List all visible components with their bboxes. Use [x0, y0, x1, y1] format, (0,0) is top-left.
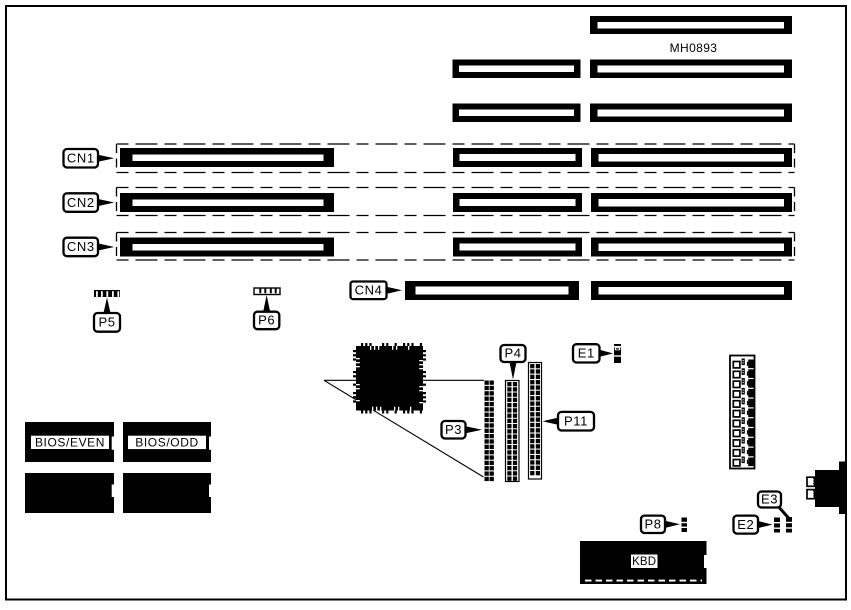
svg-text:CN2: CN2	[67, 195, 95, 210]
svg-text:P3: P3	[445, 422, 462, 437]
svg-text:CN3: CN3	[67, 239, 95, 254]
svg-text:P4: P4	[504, 346, 521, 361]
svg-text:CN4: CN4	[355, 283, 383, 298]
svg-text:E1: E1	[578, 346, 595, 361]
svg-text:E3: E3	[761, 492, 778, 507]
svg-text:KBD: KBD	[632, 556, 656, 568]
svg-text:BIOS/EVEN: BIOS/EVEN	[35, 435, 105, 449]
svg-text:P11: P11	[564, 413, 588, 428]
svg-text:P8: P8	[644, 517, 661, 532]
svg-text:BIOS/ODD: BIOS/ODD	[135, 435, 198, 449]
svg-text:E2: E2	[737, 517, 754, 532]
svg-text:CN1: CN1	[67, 150, 95, 165]
svg-text:MH0893: MH0893	[670, 41, 718, 55]
svg-text:P5: P5	[98, 315, 115, 330]
svg-text:P6: P6	[258, 313, 275, 328]
